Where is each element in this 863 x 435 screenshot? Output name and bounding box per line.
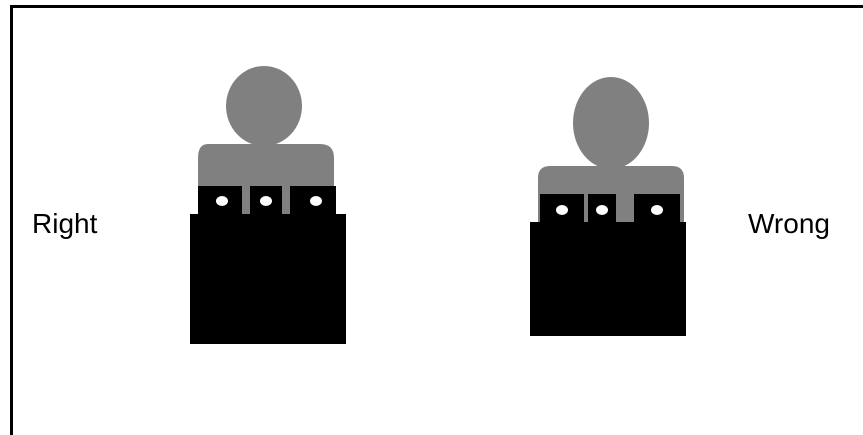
block-wrong: [530, 222, 686, 336]
figure-wrong: [0, 0, 863, 426]
fingernail-wrong-2: [596, 205, 608, 215]
fingernail-wrong-1: [556, 205, 568, 215]
fingernail-wrong-3: [651, 205, 663, 215]
head-wrong: [573, 77, 649, 169]
fingers-wrong: [540, 194, 680, 226]
